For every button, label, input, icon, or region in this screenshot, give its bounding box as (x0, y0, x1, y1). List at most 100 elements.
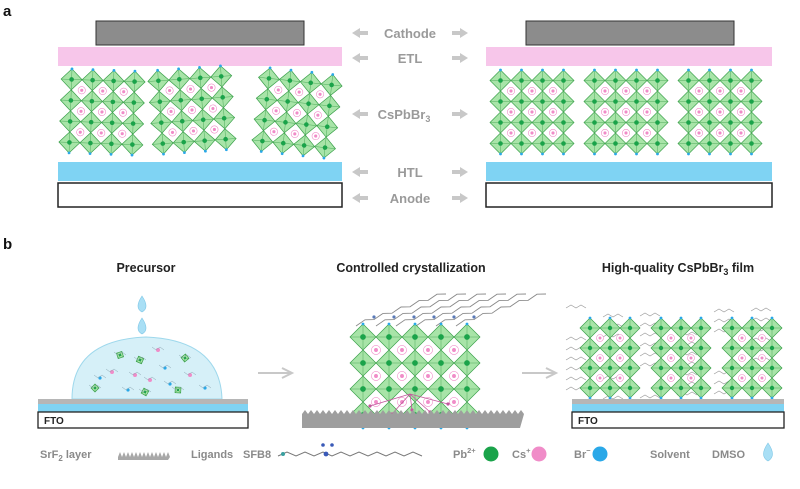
cs-ion-core (645, 110, 649, 114)
pb-ion (88, 140, 93, 146)
octahedron-unit (650, 337, 672, 359)
cs-ion-core (452, 400, 456, 404)
cs-ion-core (426, 374, 430, 378)
pb-ion (308, 80, 314, 86)
pb-ion (360, 360, 366, 366)
octahedron-unit (670, 377, 692, 399)
cs-ion-core (603, 110, 607, 114)
cs-ion-core (314, 134, 318, 138)
panel-b-letter: b (3, 236, 12, 253)
octahedron-unit (670, 337, 692, 359)
br-ion (88, 152, 92, 156)
pb-ion (728, 78, 733, 83)
cs-ion-core (603, 131, 607, 135)
cs-ion-core (426, 348, 430, 352)
pb-ion (749, 99, 754, 104)
pb-ion (561, 99, 566, 104)
pb-ion (728, 120, 733, 125)
br-ion (656, 152, 659, 156)
pb-ion (88, 119, 94, 125)
octahedron-unit (489, 69, 512, 92)
cs-ion-core (718, 131, 722, 135)
octahedron-unit (625, 90, 648, 113)
octahedron-unit (81, 69, 104, 92)
pb-ion (655, 141, 660, 146)
ligand-fragment (183, 371, 197, 376)
octahedron-unit (579, 377, 601, 399)
anode-label: Anode (390, 191, 430, 206)
pb-ion (264, 96, 270, 102)
br-ion (608, 316, 612, 320)
cs-ion-core (760, 356, 764, 360)
br-ion (259, 150, 263, 153)
octahedron-unit (646, 90, 669, 113)
pb-ion (301, 143, 307, 148)
pb-ion (202, 138, 207, 144)
cs-ion-core (598, 336, 602, 340)
arrowhead-icon (545, 367, 559, 379)
br-ion (310, 70, 314, 74)
cs-ion-core (740, 376, 744, 380)
br-ion (708, 152, 711, 156)
cs-ion-core (190, 108, 194, 112)
cs-ion-core (426, 400, 430, 404)
pb-ion (183, 356, 187, 360)
br-ion (98, 376, 102, 380)
pb-ion (634, 141, 639, 146)
pb-ion (627, 325, 633, 331)
octahedron-unit (320, 74, 343, 96)
cs-ion-core (209, 86, 214, 90)
right-arrow-icon (452, 28, 468, 38)
anchor-site (368, 404, 372, 408)
pb-ion (178, 97, 184, 103)
pb-ion (658, 365, 664, 371)
octahedron-unit (719, 132, 742, 155)
octahedron-unit (531, 90, 554, 113)
octahedron-unit (278, 69, 301, 92)
cs-ion-core (624, 131, 628, 135)
br-ion (331, 73, 335, 76)
pb-ion (658, 345, 664, 351)
pb-ion (769, 345, 775, 351)
cs-ion-core (718, 89, 722, 93)
cs-ion-core (618, 376, 622, 380)
ligand-chain (455, 293, 547, 327)
pb-ion (464, 360, 470, 366)
cs-ion-core (669, 336, 673, 340)
ligand-fragment (602, 395, 624, 400)
right-arrow-icon (452, 167, 468, 177)
pb-ion (143, 390, 147, 394)
octahedron-unit (646, 69, 669, 92)
pb-ion (729, 365, 735, 371)
br-ion (162, 152, 165, 156)
cs-ion-core (295, 111, 299, 115)
pb-ion (266, 76, 272, 81)
ligand-chain (395, 293, 487, 327)
pb-ion (769, 385, 775, 391)
cs-ion-core (400, 348, 404, 352)
br-ion (413, 322, 417, 326)
cs-ion-core (645, 89, 649, 93)
octahedron-unit (349, 349, 377, 377)
pb-ion (678, 325, 684, 331)
sfb8-chain (277, 451, 423, 457)
pb-ion (412, 386, 418, 392)
octahedron-unit (453, 323, 481, 351)
cs-ion-core (374, 348, 378, 352)
octahedron-unit (531, 69, 554, 92)
cathode-right (525, 20, 735, 46)
octahedron-unit (625, 69, 648, 92)
octahedron-unit (453, 375, 481, 403)
pb-ion (322, 145, 328, 150)
br-ion (499, 68, 502, 72)
pb-ion (131, 100, 137, 105)
cs-ion-core (400, 374, 404, 378)
octahedron-unit (690, 317, 712, 339)
pb-ion (156, 78, 161, 84)
pb-ion (658, 325, 664, 331)
octahedron-unit (375, 349, 403, 377)
crystal-grain (489, 68, 575, 156)
ligand-fragment (121, 386, 135, 391)
octahedron-unit (698, 132, 721, 155)
pb-ion (592, 120, 597, 125)
